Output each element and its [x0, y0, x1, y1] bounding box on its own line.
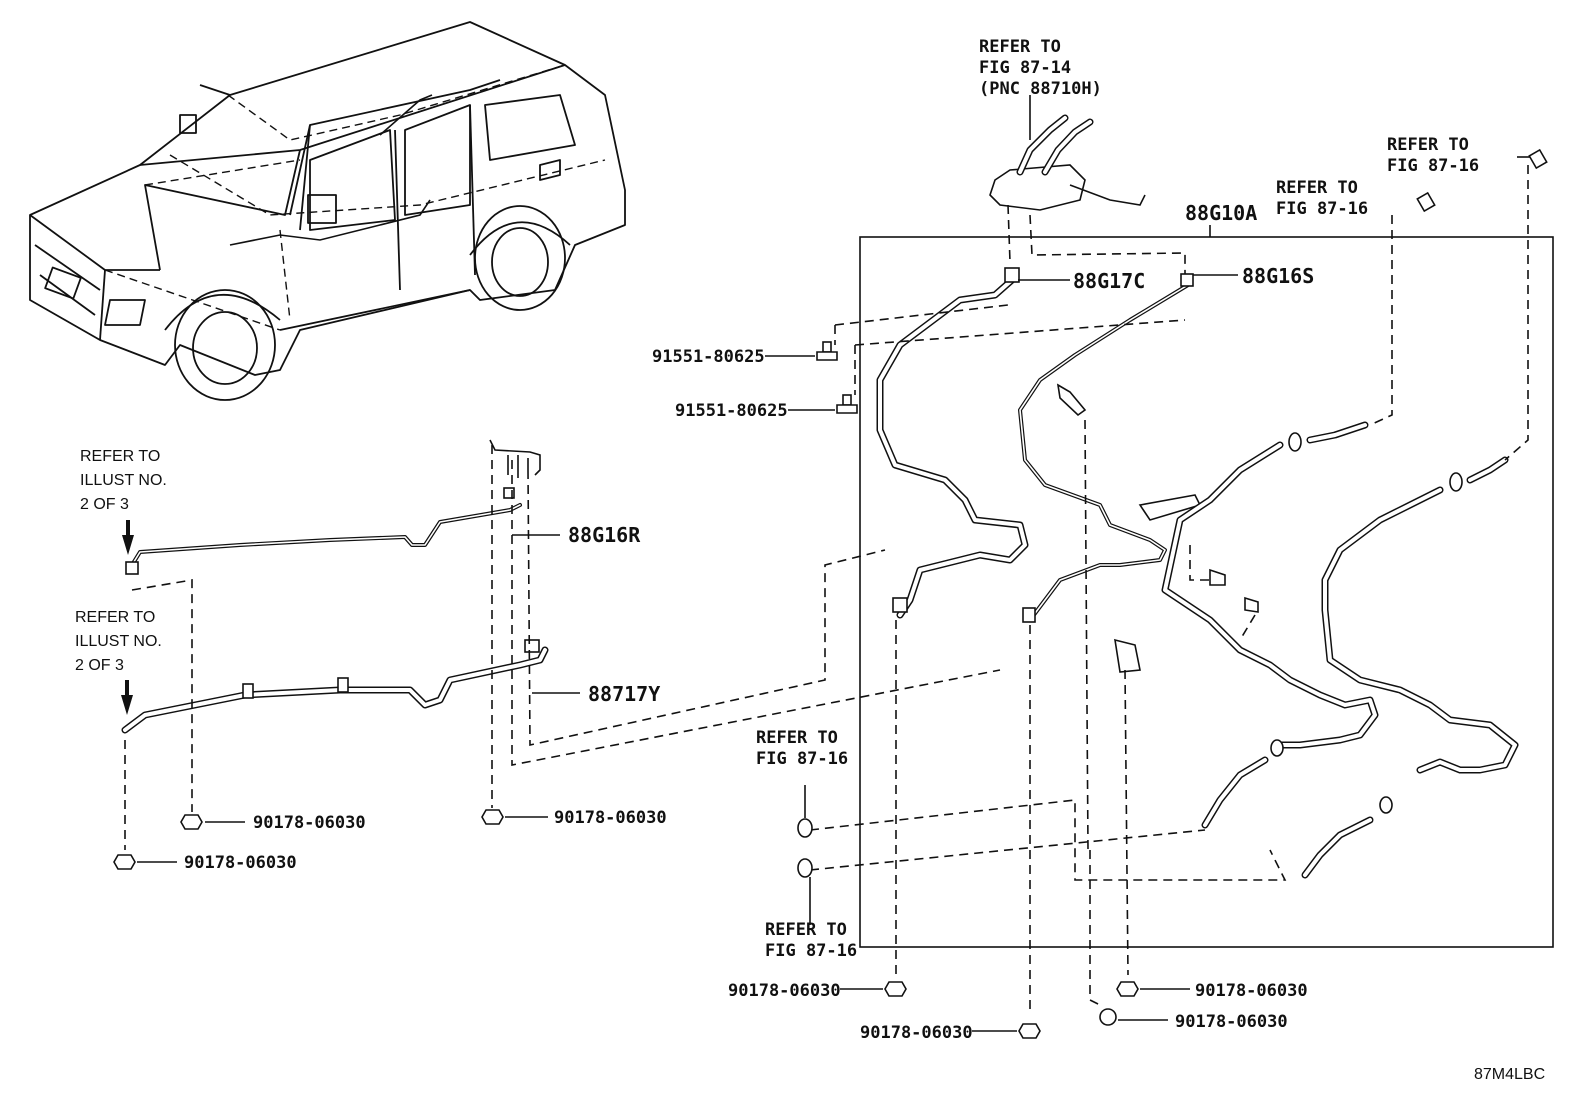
- label-88G16R: 88G16R: [568, 523, 641, 547]
- assembly-frame: [859, 236, 1554, 948]
- refer-illust-lower-line2: ILLUST NO.: [75, 633, 162, 650]
- label-nut-center-left: 90178-06030: [554, 808, 667, 828]
- tube-end-fitting: [125, 561, 139, 575]
- vehicle-illustration: [29, 21, 626, 401]
- refer-illust-upper-line3: 2 OF 3: [80, 496, 129, 513]
- main-assembly-88G10A: [765, 95, 1554, 1039]
- refer-fig-87-14-pnc: (PNC 88710H): [979, 79, 1102, 99]
- label-nut-bottom-4: 90178-06030: [1175, 1012, 1288, 1032]
- flange-nut: [884, 981, 907, 997]
- left-tube-assembly: [113, 439, 1001, 870]
- label-bolt-upper: 91551-80625: [652, 347, 765, 367]
- refer-fig-87-16-top-mid-line2: FIG 87-16: [1276, 199, 1368, 219]
- arrow-up-icon: [122, 520, 134, 555]
- refer-fig-87-16-mid-left-line1: REFER TO: [756, 728, 838, 748]
- label-nut-bottom-2: 90178-06030: [1195, 981, 1308, 1001]
- flange-nut: [1116, 981, 1139, 997]
- refer-illust-lower-line3: 2 OF 3: [75, 657, 124, 674]
- label-88G16S: 88G16S: [1242, 264, 1314, 288]
- refer-fig-87-16-top-right-line1: REFER TO: [1387, 135, 1469, 155]
- label-nut-bottom-3: 90178-06030: [860, 1023, 973, 1043]
- label-88717Y: 88717Y: [588, 682, 660, 706]
- refer-fig-87-16-top-mid-line1: REFER TO: [1276, 178, 1358, 198]
- refer-fig-87-14-line1: REFER TO: [979, 37, 1061, 57]
- label-88G10A: 88G10A: [1185, 201, 1257, 225]
- refer-fig-87-16-mid-left-line2: FIG 87-16: [756, 749, 848, 769]
- refer-fig-87-16-bottom-line1: REFER TO: [765, 920, 847, 940]
- label-88G17C: 88G17C: [1073, 269, 1145, 293]
- label-bolt-lower: 91551-80625: [675, 401, 788, 421]
- flange-nut: [180, 814, 203, 830]
- bolt: [816, 341, 838, 361]
- refer-illust-lower-line1: REFER TO: [75, 609, 155, 626]
- labels: REFER TO FIG 87-14 (PNC 88710H) REFER TO…: [75, 37, 1545, 1083]
- label-nut-left-low: 90178-06030: [184, 853, 297, 873]
- refer-fig-87-14-line2: FIG 87-14: [979, 58, 1071, 78]
- refer-illust-upper-line2: ILLUST NO.: [80, 472, 167, 489]
- refer-illust-upper-line1: REFER TO: [80, 448, 160, 465]
- label-nut-bottom-1: 90178-06030: [728, 981, 841, 1001]
- flange-nut: [113, 854, 136, 870]
- refer-fig-87-16-bottom-line2: FIG 87-16: [765, 941, 857, 961]
- figure-code: 87M4LBC: [1474, 1066, 1545, 1083]
- flange-nut: [1099, 1008, 1117, 1026]
- label-nut-left-mid: 90178-06030: [253, 813, 366, 833]
- flange-nut: [481, 809, 504, 825]
- arrow-up-icon: [121, 680, 133, 715]
- bolt: [836, 394, 858, 414]
- refer-fig-87-16-top-right-line2: FIG 87-16: [1387, 156, 1479, 176]
- flange-nut: [1018, 1023, 1041, 1039]
